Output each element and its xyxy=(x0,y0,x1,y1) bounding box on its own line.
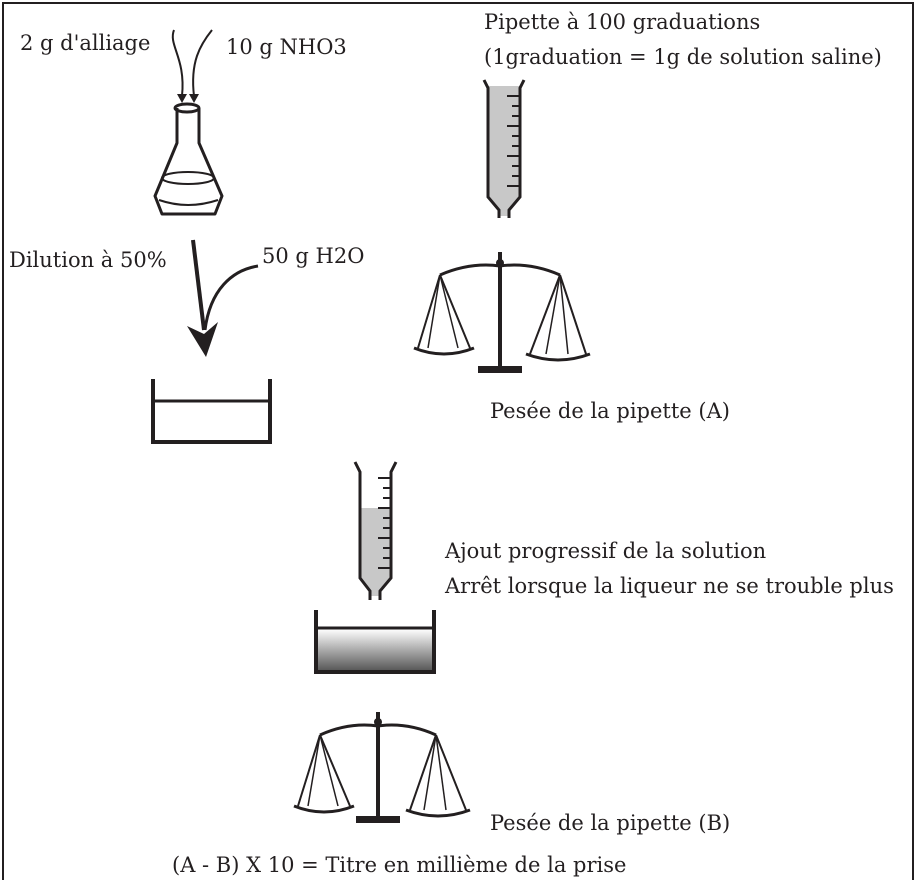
alloy-label: 2 g d'alliage xyxy=(20,31,151,55)
acid-label: 10 g NHO3 xyxy=(226,35,347,59)
top-pipette-graduations xyxy=(507,95,520,187)
acid-arrow xyxy=(192,29,213,97)
water-arrow xyxy=(203,264,259,331)
alloy-arrowhead xyxy=(177,94,187,103)
bottom-balance-icon xyxy=(293,712,471,823)
top-pipette-icon xyxy=(482,79,526,218)
add-solution-label: Ajout progressif de la solution xyxy=(445,539,767,563)
top-balance-icon xyxy=(413,252,591,373)
dilution-bath-icon xyxy=(151,379,272,444)
pipette-title: Pipette à 100 graduations xyxy=(484,10,761,34)
dilution-arrow xyxy=(187,239,218,357)
acid-arrowhead xyxy=(189,94,199,103)
weigh-a-label: Pesée de la pipette (A) xyxy=(490,399,730,423)
titration-bath-icon xyxy=(314,610,436,674)
erlenmeyer-flask-icon xyxy=(153,102,224,216)
pipette-note: (1graduation = 1g de solution saline) xyxy=(484,45,882,69)
reagent-arrows xyxy=(171,29,213,103)
stop-condition-label: Arrêt lorsque la liqueur ne se trouble p… xyxy=(445,574,894,598)
formula-label: (A - B) X 10 = Titre en millième de la p… xyxy=(172,853,627,877)
weigh-b-label: Pesée de la pipette (B) xyxy=(490,811,731,835)
middle-pipette-icon xyxy=(353,461,398,600)
water-label: 50 g H2O xyxy=(262,244,365,268)
alloy-arrow xyxy=(171,29,184,97)
middle-pipette-graduations xyxy=(378,477,391,569)
dilution-label: Dilution à 50% xyxy=(9,248,167,272)
